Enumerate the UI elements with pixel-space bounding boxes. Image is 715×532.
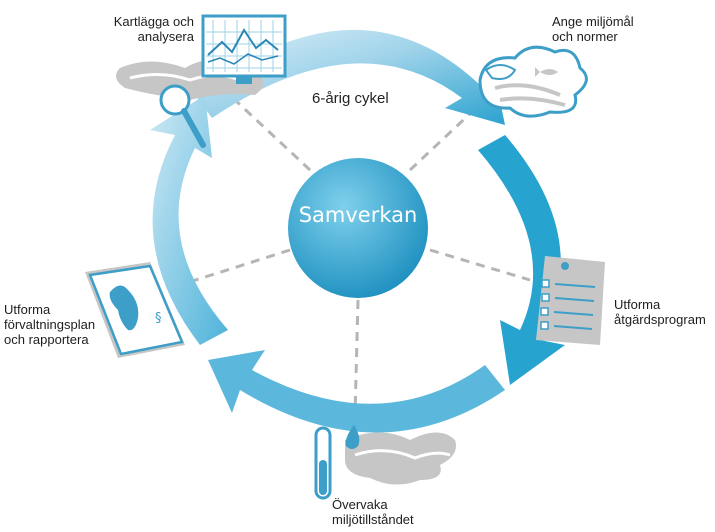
spoke-top-left: [233, 98, 312, 172]
step-label-programme: Utforma åtgärdsprogram: [614, 297, 706, 327]
paragraph-symbol: §: [155, 311, 162, 326]
step-label-plan: Utforma förvaltningsplan och rapportera: [4, 302, 96, 347]
step-label-monitoring: Övervaka miljötillståndet: [332, 497, 414, 527]
step-label-goals: Ange miljömål och normer: [552, 14, 634, 44]
spokes: [179, 93, 531, 416]
cloud-fish-icon: [478, 45, 588, 118]
magnifier-chart-icon: [116, 14, 287, 148]
spoke-top-right: [408, 93, 492, 172]
cycle-label: 6-årig cykel: [312, 90, 389, 107]
map-document-icon: §: [85, 262, 185, 358]
spoke-right: [429, 248, 531, 282]
center-label: Samverkan: [298, 203, 418, 227]
spoke-bottom: [353, 299, 360, 416]
test-tube-icon: [314, 425, 456, 500]
arrow-left: [150, 95, 228, 345]
checklist-icon: [536, 256, 605, 345]
center-circle: [288, 158, 428, 298]
spoke-left: [179, 248, 291, 287]
step-label-map-analysis: Kartlägga och analysera: [113, 14, 194, 44]
arrow-bottom: [208, 350, 505, 433]
